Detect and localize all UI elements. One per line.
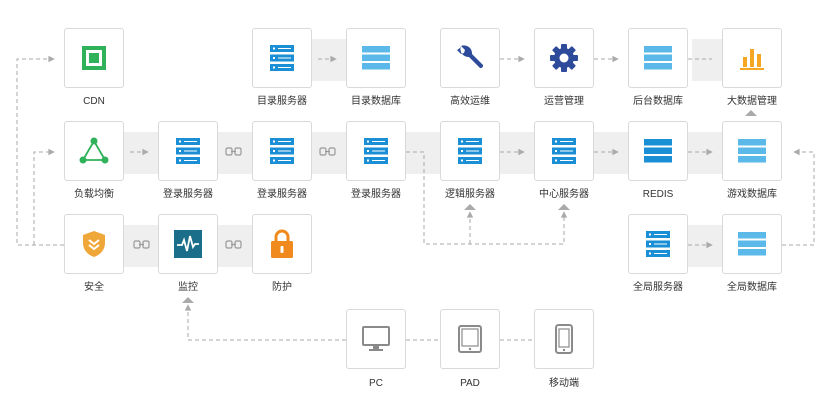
- label-pc: PC: [369, 378, 383, 389]
- node-logic-server[interactable]: [440, 121, 500, 181]
- wire-globaldb-to-gamedb: [782, 148, 815, 246]
- database-icon: [738, 232, 766, 256]
- label-cdn: CDN: [83, 96, 105, 107]
- server-icon: [646, 231, 670, 257]
- label-operations: 运营管理: [544, 96, 584, 107]
- label-redis: REDIS: [642, 189, 674, 200]
- node-login-server-2[interactable]: [252, 121, 312, 181]
- node-pc[interactable]: [346, 309, 406, 369]
- database-icon: [362, 46, 390, 70]
- padlock-icon: [271, 229, 293, 258]
- chain-link-icon: [319, 147, 336, 156]
- server-icon: [270, 45, 294, 71]
- label-backend-db: 后台数据库: [633, 96, 683, 107]
- pulse-monitor-icon: [174, 230, 202, 258]
- node-global-db[interactable]: [722, 214, 782, 274]
- desktop-monitor-icon: [362, 326, 390, 351]
- shield-icon: [83, 231, 105, 257]
- database-icon: [738, 139, 766, 163]
- label-load-balancer: 负载均衡: [74, 189, 114, 200]
- label-login-server-2: 登录服务器: [257, 189, 307, 200]
- node-center-server[interactable]: [534, 121, 594, 181]
- wire-devices-to-monitor: [184, 304, 346, 341]
- arrow-up-bigdata: [745, 110, 757, 116]
- chain-link-icon: [225, 240, 242, 249]
- gear-icon: [550, 44, 578, 72]
- label-global-server: 全局服务器: [633, 282, 683, 293]
- label-login-server-3: 登录服务器: [351, 189, 401, 200]
- wire-security-to-cdn: [16, 55, 64, 246]
- chain-link-icons: [133, 147, 336, 249]
- wire-left-to-lb: [33, 148, 55, 245]
- server-icon: [270, 138, 294, 164]
- node-dir-db[interactable]: [346, 28, 406, 88]
- label-center-server: 中心服务器: [539, 189, 589, 200]
- node-redis[interactable]: [628, 121, 688, 181]
- node-mobile[interactable]: [534, 309, 594, 369]
- wrench-icon: [457, 45, 484, 69]
- label-bigdata: 大数据管理: [727, 96, 777, 107]
- node-dir-server[interactable]: [252, 28, 312, 88]
- bar-chart-icon: [740, 49, 764, 70]
- database-icon: [644, 139, 672, 163]
- label-logic-server: 逻辑服务器: [445, 189, 495, 200]
- tablet-icon: [458, 325, 482, 353]
- wire-login3-to-logic: [406, 151, 568, 245]
- server-icon: [364, 138, 388, 164]
- node-backend-db[interactable]: [628, 28, 688, 88]
- chain-link-icon: [225, 147, 242, 156]
- node-global-server[interactable]: [628, 214, 688, 274]
- network-triangle-icon: [79, 137, 109, 164]
- server-icon: [552, 138, 576, 164]
- label-ops: 高效运维: [450, 96, 490, 107]
- server-icon: [176, 138, 200, 164]
- node-protect[interactable]: [252, 214, 312, 274]
- node-monitor[interactable]: [158, 214, 218, 274]
- label-security: 安全: [84, 282, 104, 293]
- chain-link-icon: [133, 240, 150, 249]
- node-login-server-1[interactable]: [158, 121, 218, 181]
- smartphone-icon: [555, 324, 573, 354]
- label-dir-db: 目录数据库: [351, 96, 401, 107]
- label-monitor: 监控: [178, 282, 198, 293]
- server-icon: [458, 138, 482, 164]
- node-login-server-3[interactable]: [346, 121, 406, 181]
- node-security[interactable]: [64, 214, 124, 274]
- cdn-square-icon: [82, 46, 106, 70]
- node-ops[interactable]: [440, 28, 500, 88]
- label-pad: PAD: [460, 378, 480, 389]
- label-global-db: 全局数据库: [727, 282, 777, 293]
- label-game-db: 游戏数据库: [727, 189, 777, 200]
- label-login-server-1: 登录服务器: [163, 189, 213, 200]
- label-mobile: 移动端: [549, 378, 579, 389]
- database-icon: [644, 46, 672, 70]
- node-game-db[interactable]: [722, 121, 782, 181]
- label-protect: 防护: [272, 282, 292, 293]
- node-operations[interactable]: [534, 28, 594, 88]
- node-pad[interactable]: [440, 309, 500, 369]
- node-bigdata[interactable]: [722, 28, 782, 88]
- node-cdn[interactable]: [64, 28, 124, 88]
- label-dir-server: 目录服务器: [257, 96, 307, 107]
- node-load-balancer[interactable]: [64, 121, 124, 181]
